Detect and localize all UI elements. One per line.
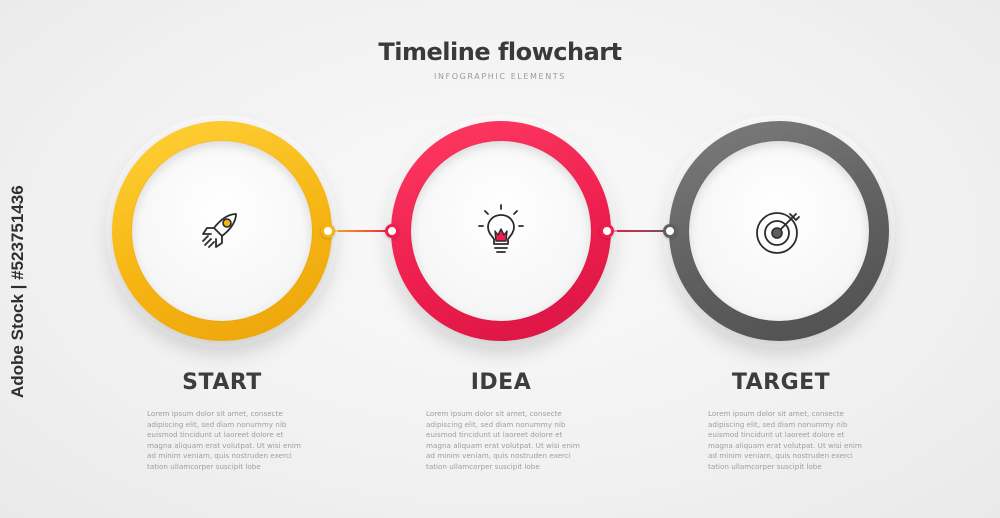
step-start-heading: START xyxy=(182,370,262,395)
step-start-description: Lorem ipsum dolor sit amet, consecte adi… xyxy=(147,409,301,471)
step-idea-ring xyxy=(391,121,611,341)
step-target-disc xyxy=(689,141,869,321)
step-start-disc xyxy=(132,141,312,321)
connector-start-idea xyxy=(330,230,392,232)
step-idea-heading: IDEA xyxy=(470,370,532,395)
page-subtitle: INFOGRAPHIC ELEMENTS xyxy=(434,72,566,81)
node-start xyxy=(321,224,335,238)
node-target xyxy=(663,224,677,238)
node-idea-left xyxy=(385,224,399,238)
lightbulb-icon xyxy=(478,204,524,253)
step-target-heading: TARGET xyxy=(731,370,831,395)
rocket-icon xyxy=(202,213,237,248)
target-icon xyxy=(756,212,800,254)
step-idea-disc xyxy=(411,141,591,321)
stock-watermark: Adobe Stock | #523751436 xyxy=(8,185,27,398)
step-target-description: Lorem ipsum dolor sit amet, consecte adi… xyxy=(708,409,862,471)
connector-idea-target xyxy=(609,230,671,232)
page-title: Timeline flowchart xyxy=(378,38,622,66)
step-idea-description: Lorem ipsum dolor sit amet, consecte adi… xyxy=(426,409,580,471)
step-target-ring xyxy=(669,121,889,341)
step-start-ring xyxy=(112,121,332,341)
node-idea-right xyxy=(600,224,614,238)
